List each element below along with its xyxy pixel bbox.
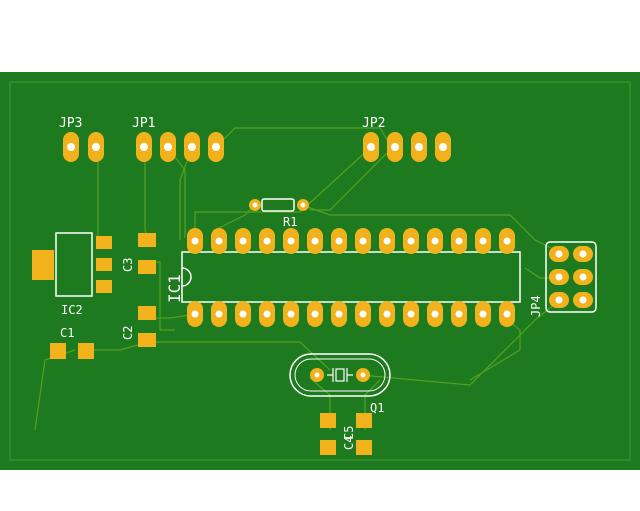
- resistor-r1: [249, 198, 309, 212]
- label-jp1: JP1: [132, 116, 155, 131]
- ic2-regulator: [32, 232, 112, 297]
- ic1-pin-hole: [455, 310, 463, 318]
- ic1-pin-hole: [479, 237, 487, 245]
- ic1-pin-hole: [335, 310, 343, 318]
- ic1-pin-hole: [359, 310, 367, 318]
- ic1-pin-hole: [503, 310, 511, 318]
- label-ic2: IC2: [61, 303, 83, 317]
- label-c2: C2: [121, 326, 135, 340]
- label-ic1: IC1: [165, 274, 184, 303]
- ic1-pin-hole: [311, 237, 319, 245]
- label-jp3: JP3: [59, 116, 82, 131]
- label-c3: C3: [121, 258, 135, 272]
- ic1-pin-hole: [335, 237, 343, 245]
- label-c5: C5: [342, 426, 356, 440]
- ic1-pin-hole: [407, 310, 415, 318]
- ic1-pin-hole: [503, 237, 511, 245]
- label-c1: C1: [60, 326, 74, 340]
- ic1-pin-hole: [287, 237, 295, 245]
- ic1-pin-hole: [287, 310, 295, 318]
- label-q1: Q1: [370, 401, 384, 415]
- ic1-pin-hole: [431, 237, 439, 245]
- ic1-pin-hole: [239, 237, 247, 245]
- ic1-pin-hole: [191, 310, 199, 318]
- crystal-q1: [289, 353, 391, 397]
- capacitor-c3: [138, 233, 156, 274]
- capacitors-c4-c5: [320, 413, 372, 455]
- ic1-pin-hole: [239, 310, 247, 318]
- label-c4: C4: [342, 436, 356, 450]
- label-jp2: JP2: [362, 116, 385, 131]
- header-jp4: [545, 241, 597, 313]
- capacitor-c1: [50, 343, 94, 359]
- header-jp1: [136, 132, 224, 162]
- label-jp4: JP4: [529, 295, 543, 317]
- ic1-pin-hole: [263, 310, 271, 318]
- ic1-pin-hole: [215, 237, 223, 245]
- capacitor-c2: [138, 306, 156, 347]
- ic1-pin-hole: [407, 237, 415, 245]
- ic1-pin-hole: [215, 310, 223, 318]
- ic1-pin-hole: [383, 310, 391, 318]
- ic1-pin-hole: [191, 237, 199, 245]
- ic1-pin-hole: [479, 310, 487, 318]
- ic1-package: [181, 251, 521, 303]
- board-outline: [9, 81, 631, 461]
- header-jp2: [363, 132, 451, 162]
- ic1-pin-hole: [383, 237, 391, 245]
- ic1-pin-hole: [359, 237, 367, 245]
- label-r1: R1: [283, 215, 297, 229]
- header-jp3: [63, 132, 104, 162]
- ic1-pins: [187, 228, 515, 327]
- ic1-pin-hole: [263, 237, 271, 245]
- ic1-pin-hole: [455, 237, 463, 245]
- ic1-pin-hole: [311, 310, 319, 318]
- ic1-pin-hole: [431, 310, 439, 318]
